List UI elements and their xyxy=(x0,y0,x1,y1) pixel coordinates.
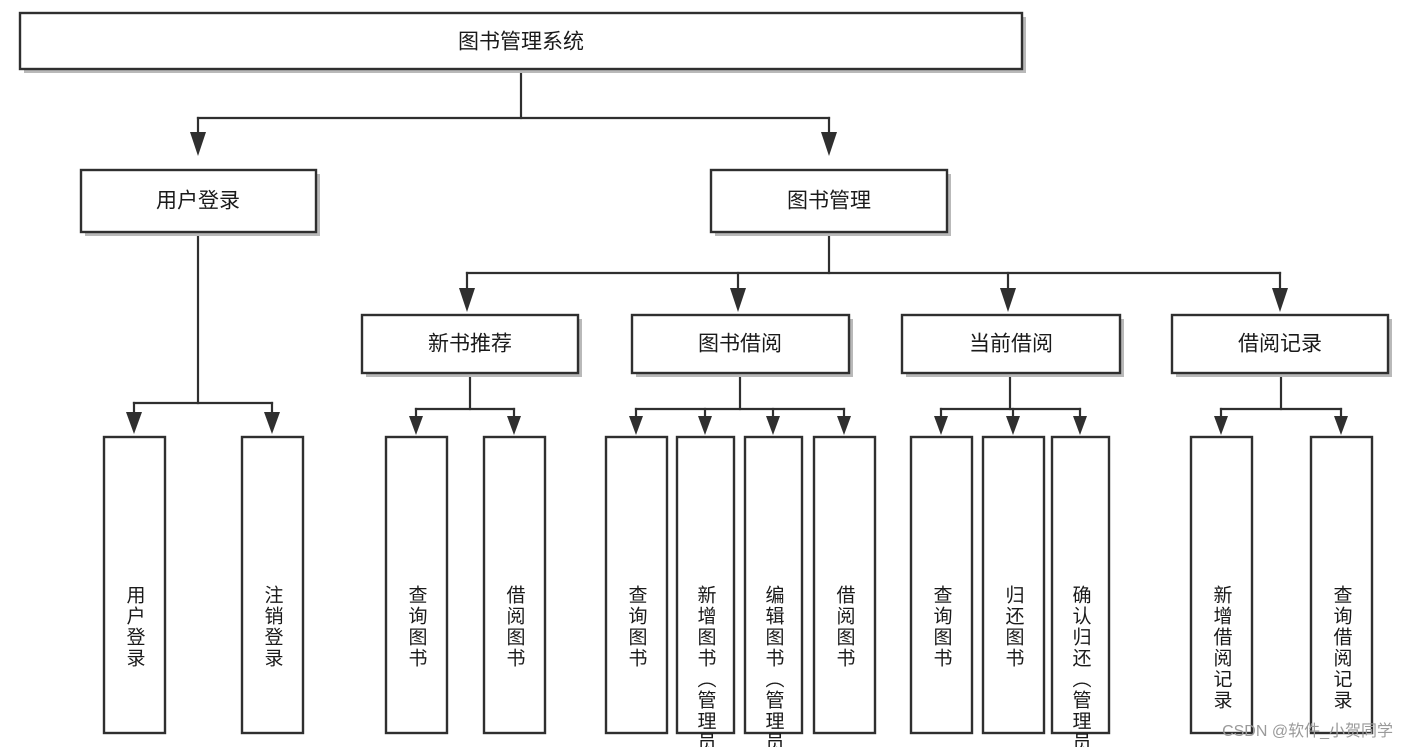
leaf-node-add-book-admin[interactable]: 新增图书（管理员） xyxy=(675,435,736,747)
borrow-records-label: 借阅记录 xyxy=(1238,333,1322,356)
connector-group-book-mgmt xyxy=(459,230,1288,312)
leaf-box-borrow-book-2 xyxy=(812,435,877,735)
arrowhead-bw-leaf3 xyxy=(766,416,780,435)
leaf-label-edit-book-admin: 编辑图书（管理员） xyxy=(763,585,785,747)
arrowhead-bw-leaf2 xyxy=(698,416,712,435)
leaf-label-user-login: 用户登录 xyxy=(124,585,146,669)
node-book-borrow[interactable]: 图书借阅 xyxy=(630,313,853,377)
leaf-node-add-borrow-record[interactable]: 新增借阅记录 xyxy=(1189,435,1254,735)
arrowhead-bw-leaf4 xyxy=(837,416,851,435)
leaf-box-add-book-admin xyxy=(675,435,736,735)
leaf-label-add-book-admin: 新增图书（管理员） xyxy=(695,585,717,747)
arrowhead-bm-current xyxy=(1000,288,1016,312)
arrowhead-bm-borrow xyxy=(730,288,746,312)
leaf-label-add-borrow-record: 新增借阅记录 xyxy=(1211,585,1233,711)
leaf-node-query-book-3[interactable]: 查询图书 xyxy=(909,435,974,735)
leaf-box-edit-book-admin xyxy=(743,435,804,735)
arrowhead-root-to-user-login xyxy=(190,132,206,156)
leaf-node-confirm-return-admin[interactable]: 确认归还（管理员） xyxy=(1050,435,1111,747)
leaf-box-logout xyxy=(240,435,305,735)
node-user-login[interactable]: 用户登录 xyxy=(79,168,320,236)
leaf-node-borrow-book-2[interactable]: 借阅图书 xyxy=(812,435,877,735)
connector-group-records xyxy=(1214,371,1348,435)
new-book-box xyxy=(360,313,580,375)
book-borrow-label: 图书借阅 xyxy=(698,333,782,356)
arrowhead-user-login-leaf1 xyxy=(126,412,142,434)
arrowhead-rc-leaf2 xyxy=(1334,416,1348,435)
leaf-box-query-book-3 xyxy=(909,435,974,735)
connector-group-root xyxy=(190,67,837,156)
arrowhead-user-login-leaf2 xyxy=(264,412,280,434)
book-mgmt-box xyxy=(709,168,949,234)
user-login-box xyxy=(79,168,318,234)
leaf-label-query-book-3: 查询图书 xyxy=(931,585,953,669)
leaf-node-user-login[interactable]: 用户登录 xyxy=(102,435,167,735)
arrowhead-rc-leaf1 xyxy=(1214,416,1228,435)
leaf-node-query-book-2[interactable]: 查询图书 xyxy=(604,435,669,735)
book-mgmt-label: 图书管理 xyxy=(787,190,871,213)
book-borrow-box xyxy=(630,313,851,375)
leaf-box-user-login xyxy=(102,435,167,735)
arrowhead-bm-records xyxy=(1272,288,1288,312)
leaf-node-return-book[interactable]: 归还图书 xyxy=(981,435,1046,735)
connector-group-current xyxy=(934,371,1087,435)
leaf-box-query-book-1 xyxy=(384,435,449,735)
arrowhead-root-to-book-mgmt xyxy=(821,132,837,156)
leaf-node-query-book-1[interactable]: 查询图书 xyxy=(384,435,449,735)
leaf-box-add-borrow-record xyxy=(1189,435,1254,735)
leaf-label-confirm-return-admin: 确认归还（管理员） xyxy=(1070,585,1092,747)
leaf-box-query-borrow-record xyxy=(1309,435,1374,735)
root-box xyxy=(18,11,1024,71)
leaf-box-return-book xyxy=(981,435,1046,735)
leaf-label-borrow-book-2: 借阅图书 xyxy=(834,585,856,669)
leaf-box-query-book-2 xyxy=(604,435,669,735)
user-login-label: 用户登录 xyxy=(156,190,240,213)
leaf-label-logout: 注销登录 xyxy=(262,585,284,669)
arrowhead-nb-leaf1 xyxy=(409,416,423,435)
leaf-node-logout[interactable]: 注销登录 xyxy=(240,435,305,735)
root-label: 图书管理系统 xyxy=(458,31,584,54)
current-borrow-label: 当前借阅 xyxy=(969,333,1053,356)
leaf-node-query-borrow-record[interactable]: 查询借阅记录 xyxy=(1309,435,1374,735)
node-root-system[interactable]: 图书管理系统 xyxy=(18,11,1026,73)
arrowhead-cu-leaf3 xyxy=(1073,416,1087,435)
leaf-box-confirm-return-admin xyxy=(1050,435,1111,735)
leaf-label-query-borrow-record: 查询借阅记录 xyxy=(1331,585,1353,711)
leaf-node-borrow-book-1[interactable]: 借阅图书 xyxy=(482,435,547,735)
leaf-node-edit-book-admin[interactable]: 编辑图书（管理员） xyxy=(743,435,804,747)
connector-group-user-login xyxy=(126,230,280,434)
leaf-label-borrow-book-1: 借阅图书 xyxy=(504,585,526,669)
arrowhead-nb-leaf2 xyxy=(507,416,521,435)
node-book-management[interactable]: 图书管理 xyxy=(709,168,951,236)
current-borrow-box xyxy=(900,313,1122,375)
leaf-label-return-book: 归还图书 xyxy=(1003,585,1025,669)
new-book-label: 新书推荐 xyxy=(428,333,512,356)
node-current-borrow[interactable]: 当前借阅 xyxy=(900,313,1124,377)
arrowhead-bw-leaf1 xyxy=(629,416,643,435)
node-new-book-recommend[interactable]: 新书推荐 xyxy=(360,313,582,377)
arrowhead-bm-new-book xyxy=(459,288,475,312)
node-borrow-records[interactable]: 借阅记录 xyxy=(1170,313,1392,377)
leaf-box-borrow-book-1 xyxy=(482,435,547,735)
arrowhead-cu-leaf1 xyxy=(934,416,948,435)
borrow-records-box xyxy=(1170,313,1390,375)
connector-group-borrow xyxy=(629,371,851,435)
leaf-label-query-book-2: 查询图书 xyxy=(626,585,648,669)
arrowhead-cu-leaf2 xyxy=(1006,416,1020,435)
leaf-label-query-book-1: 查询图书 xyxy=(406,585,428,669)
connector-group-new-book xyxy=(409,371,521,435)
